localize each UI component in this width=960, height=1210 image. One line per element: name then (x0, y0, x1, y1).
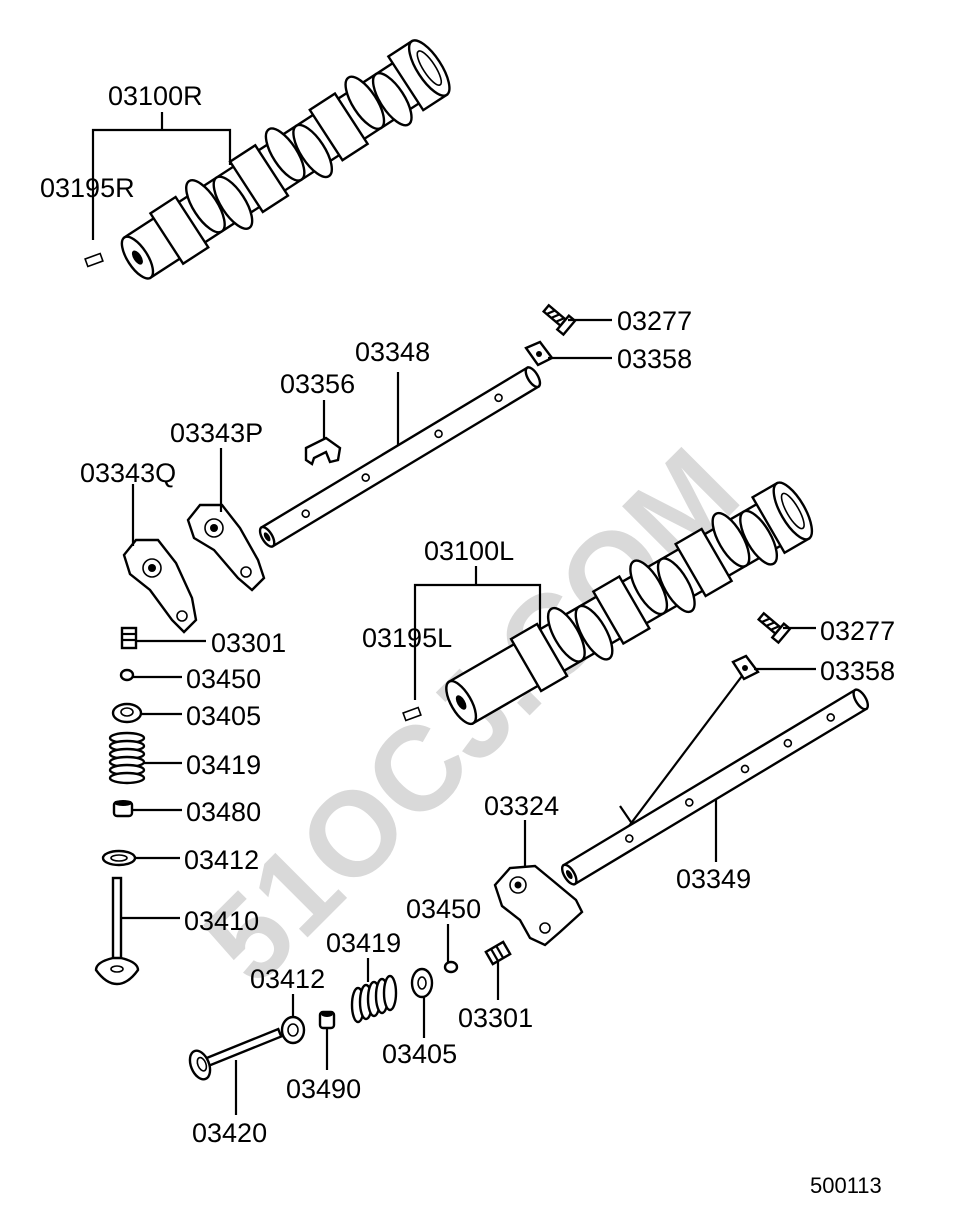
rocker-arm-q[interactable] (122, 538, 198, 634)
spring-retainer-bottom[interactable] (410, 967, 434, 999)
diagram-code: 500113 (810, 1173, 882, 1198)
label-plate-top: 03358 (617, 344, 692, 374)
valve-spring-left[interactable] (108, 731, 146, 785)
plate-top[interactable] (524, 340, 554, 367)
label-rocker-arm-q: 03343Q (80, 458, 176, 488)
label-spring-left: 03419 (186, 750, 261, 780)
label-retainer-left: 03405 (186, 701, 261, 731)
label-seal-bottom: 03490 (286, 1074, 361, 1104)
rocker-shaft-upper[interactable] (257, 365, 543, 549)
label-pin-left: 03195L (362, 623, 452, 653)
label-rocker-shaft-lower: 03349 (676, 864, 751, 894)
clip[interactable] (304, 436, 342, 466)
adjuster-screw-bottom[interactable] (484, 940, 512, 966)
label-nut-left: 03450 (186, 664, 261, 694)
camshaft-left[interactable] (434, 474, 821, 739)
valve-seal-bottom[interactable] (318, 1010, 336, 1030)
lock-nut-bottom[interactable] (443, 960, 459, 974)
rocker-arm-lower[interactable] (493, 864, 584, 947)
label-seat-left: 03412 (184, 845, 259, 875)
label-nut-bottom: 03450 (406, 894, 481, 924)
label-plate-right: 03358 (820, 656, 895, 686)
dowel-pin-right[interactable] (84, 252, 104, 268)
label-valve-bottom: 03420 (192, 1118, 267, 1148)
label-retainer-bottom: 03405 (382, 1039, 457, 1069)
label-spring-bottom: 03419 (326, 928, 401, 958)
valve-seal-left[interactable] (112, 800, 134, 818)
valve-left[interactable] (94, 876, 140, 986)
label-seat-bottom: 03412 (250, 964, 325, 994)
label-rocker-arm-p: 03343P (170, 418, 263, 448)
rocker-shaft-lower[interactable] (559, 687, 870, 886)
spring-seat-bottom[interactable] (280, 1015, 306, 1045)
spring-seat-left[interactable] (101, 849, 137, 867)
label-bolt-right: 03277 (820, 616, 895, 646)
camshaft-right[interactable] (109, 31, 459, 293)
rocker-arm-p[interactable] (186, 503, 266, 592)
label-seal-left: 03480 (186, 797, 261, 827)
label-rocker-arm-lower: 03324 (484, 791, 559, 821)
label-adjuster-left: 03301 (211, 628, 286, 658)
label-clip: 03356 (280, 369, 355, 399)
label-valve-left: 03410 (184, 906, 259, 936)
plate-right[interactable] (731, 654, 760, 681)
bolt-right[interactable] (755, 610, 792, 645)
lock-nut-left[interactable] (119, 668, 135, 682)
label-bolt-top: 03277 (617, 306, 692, 336)
label-camshaft-right: 03100R (108, 81, 203, 111)
adjuster-screw-left[interactable] (120, 626, 138, 650)
label-rocker-shaft-upper: 03348 (355, 337, 430, 367)
dowel-pin-left[interactable] (402, 706, 422, 722)
valve-spring-bottom[interactable] (350, 974, 398, 1024)
label-camshaft-left: 03100L (424, 536, 514, 566)
label-adjuster-bottom: 03301 (458, 1003, 533, 1033)
spring-retainer-left[interactable] (111, 702, 143, 724)
label-pin-right: 03195R (40, 173, 135, 203)
valve-bottom[interactable] (186, 1019, 285, 1082)
bolt-top[interactable] (540, 302, 577, 337)
